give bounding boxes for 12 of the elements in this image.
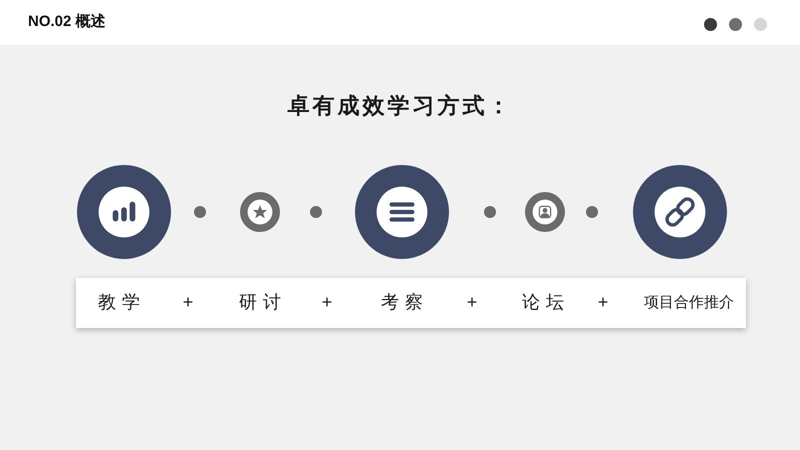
plus-sign: + bbox=[598, 292, 608, 314]
plus-sign: + bbox=[322, 292, 332, 314]
plus-sign: + bbox=[466, 292, 478, 314]
header-title: NO.02 概述 bbox=[28, 13, 106, 31]
activity-label: 项目合作推介 bbox=[644, 294, 734, 312]
text-bar bbox=[76, 278, 746, 328]
slide-heading: 卓有成效学习方式： bbox=[286, 92, 514, 120]
activity-label: 考察 bbox=[380, 292, 429, 314]
activity-label: 论坛 bbox=[521, 292, 570, 314]
activity-label: 研讨 bbox=[238, 292, 287, 314]
activity-label: 教学 bbox=[97, 292, 146, 314]
plus-sign: + bbox=[182, 292, 194, 314]
